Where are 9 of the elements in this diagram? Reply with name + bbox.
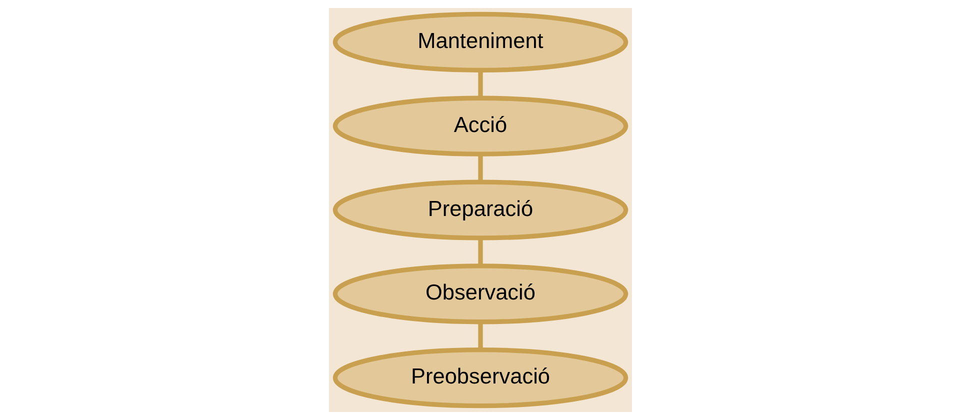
node-ellipse: Manteniment [332,12,628,72]
connector [478,70,483,98]
connector [478,238,483,266]
node-ellipse: Preobservació [332,348,628,408]
connector [478,322,483,350]
node-ellipse: Acció [332,96,628,156]
node-ellipse: Observació [332,264,628,324]
connector [478,154,483,182]
node-ellipse: Preparació [332,180,628,240]
